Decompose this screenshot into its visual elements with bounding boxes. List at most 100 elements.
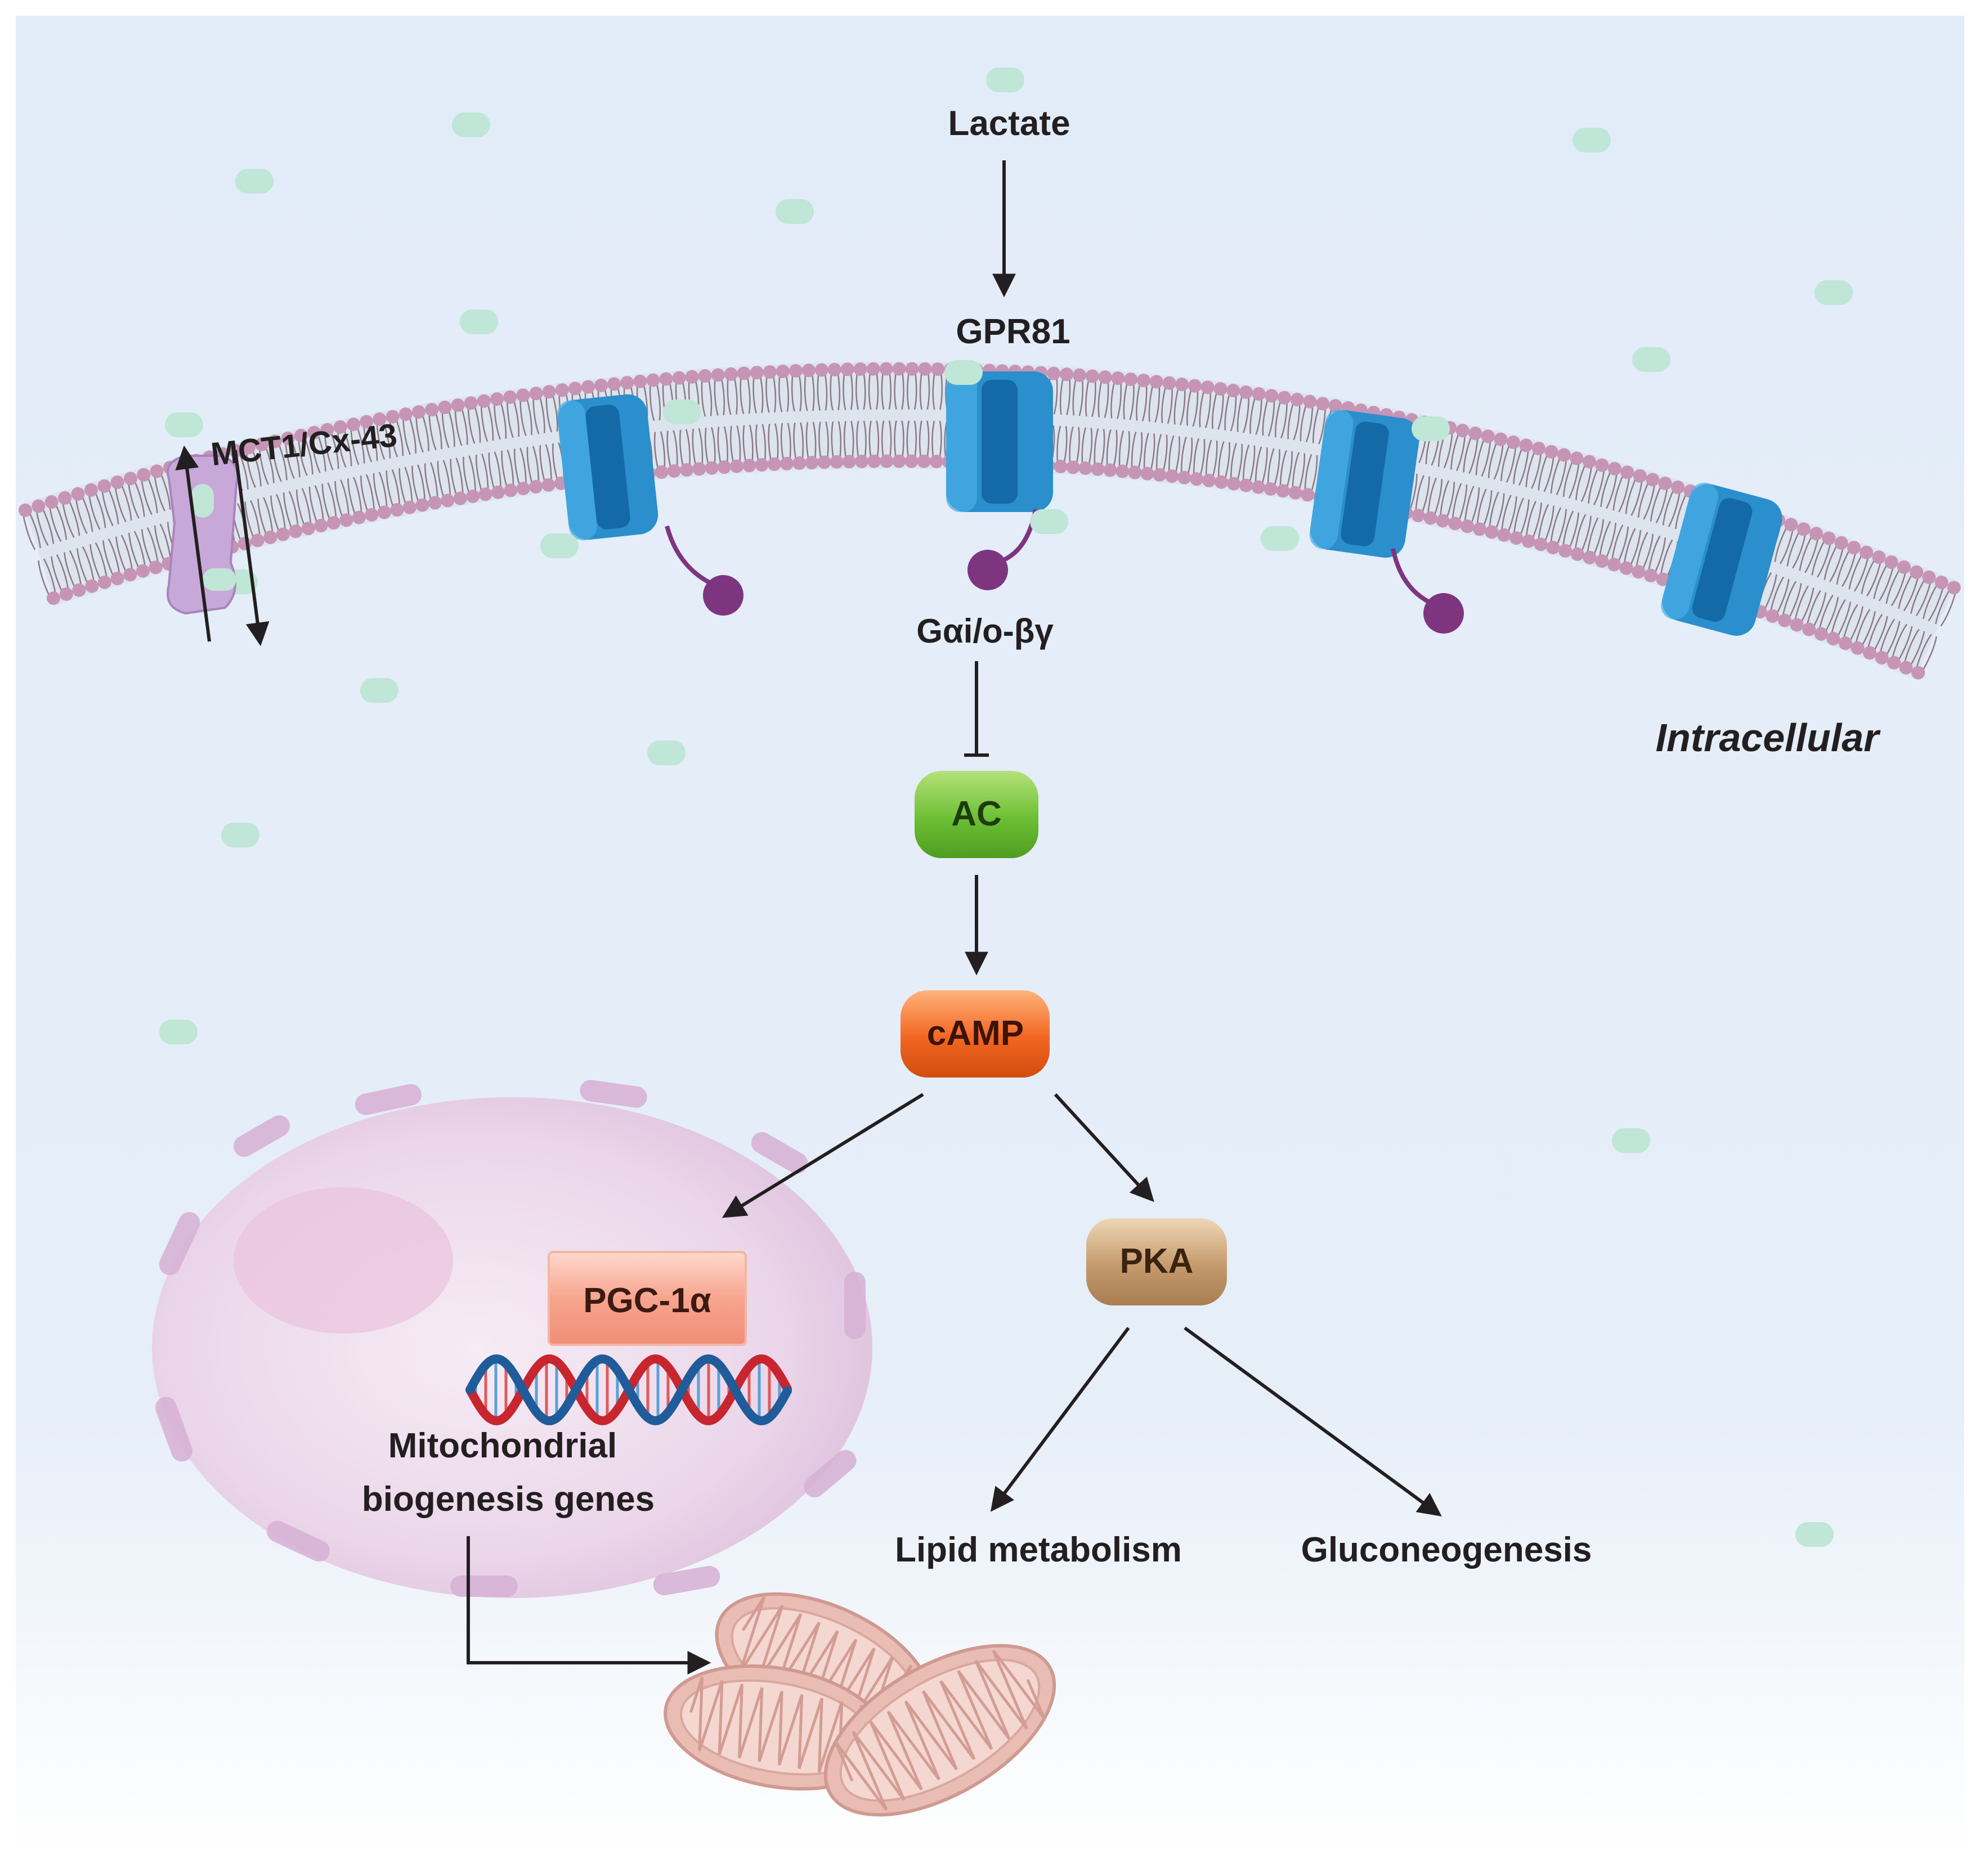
pgc-box (548, 1251, 747, 1346)
lipid-head (776, 365, 790, 379)
gluco-label: Gluconeogenesis (1301, 1531, 1592, 1569)
gpr81-receptor-icon (1661, 482, 1782, 636)
lipid-head (1826, 631, 1840, 645)
ac-label: AC (951, 795, 1002, 833)
lipid-head (516, 388, 530, 402)
lactate-molecule-icon (1632, 347, 1670, 372)
lipid-head (730, 459, 744, 473)
lipid-head (1448, 517, 1462, 531)
lipid-head (1165, 469, 1179, 483)
gpr81-receptor-icon (1309, 409, 1420, 558)
lipid-head (294, 428, 308, 442)
lipid-head (1534, 537, 1548, 551)
lipid-head (1190, 472, 1204, 486)
lipid-head (904, 454, 919, 468)
lipid-head (411, 405, 425, 419)
lipid-head (568, 382, 582, 396)
lipid-head (1485, 525, 1499, 539)
lipid-head (428, 496, 442, 510)
lipid-head (1149, 375, 1163, 389)
lipid-head (137, 468, 151, 482)
lipid-head (1128, 465, 1142, 479)
lipid-head (250, 533, 265, 547)
lipid-head (301, 522, 315, 536)
lipid-head (1303, 394, 1317, 409)
mct-arrow-out (175, 445, 211, 642)
lipid-head (1078, 461, 1092, 475)
lipid-head (1671, 480, 1685, 494)
lipid-head (360, 415, 374, 429)
lipid-head (1423, 511, 1437, 525)
lipid-head (365, 508, 379, 522)
pka-label: PKA (1120, 1242, 1194, 1281)
lipid-head (1847, 541, 1861, 555)
lipid-head (1455, 424, 1470, 438)
lipid-head (333, 420, 347, 434)
lipid-head (1875, 650, 1889, 665)
lipid-head (477, 394, 491, 408)
mito-genes-line1: Mitochondrial (388, 1426, 617, 1465)
lipid-head (1633, 469, 1647, 483)
lipid-head (1911, 666, 1925, 680)
lipid-head (830, 455, 844, 469)
lipid-head (1777, 613, 1791, 627)
lipid-head (415, 498, 429, 512)
lipid-head (817, 455, 831, 469)
lipid-head (464, 396, 478, 410)
lipid-head (1802, 622, 1816, 636)
lipid-head (1098, 370, 1112, 384)
lipid-head (398, 407, 413, 421)
lipid-head (646, 373, 660, 387)
lipid-head (698, 369, 712, 383)
lipid-head (1632, 565, 1646, 579)
lactate-molecule-icon (1412, 416, 1450, 441)
lipid-head (1481, 429, 1495, 443)
lipid-head (1136, 374, 1150, 388)
lipid-head (1124, 372, 1138, 387)
lipid-head (1557, 448, 1571, 462)
lipid-head (1822, 531, 1836, 545)
lipid-head (529, 479, 543, 493)
lipid-head (711, 368, 725, 382)
lipid-head (737, 366, 751, 380)
lipid-head (346, 418, 360, 432)
lipid-head (1276, 484, 1290, 498)
lipid-head (1265, 389, 1279, 403)
lipid-head (1658, 477, 1672, 491)
lipid-head (607, 377, 621, 391)
lipid-head (1264, 482, 1278, 496)
lipid-head (724, 367, 738, 381)
dna-strand (465, 1354, 792, 1426)
lipid-head (1140, 466, 1154, 481)
bound-lactate-molecules (540, 360, 1450, 558)
lipid-head (1595, 554, 1609, 568)
mito-genes-line2: biogenesis genes (362, 1480, 655, 1519)
lipid-label: Lipid metabolism (895, 1531, 1182, 1569)
lipid-head (314, 519, 328, 533)
lipid-head (1851, 641, 1865, 655)
lipid-head (917, 454, 931, 468)
lipid-head (1814, 627, 1828, 641)
lipid-head (1570, 451, 1584, 465)
lipid-head (1162, 376, 1176, 390)
lipid-head (1111, 371, 1125, 385)
lipid-head (1177, 470, 1191, 484)
lipid-head (478, 487, 492, 501)
lipid-head (123, 472, 137, 486)
lipid-head (149, 560, 163, 575)
nucleus-icon (152, 1080, 872, 1598)
lipid-head (1175, 378, 1189, 392)
lactate-molecule-icon (1030, 509, 1068, 534)
lipid-head (1226, 477, 1240, 491)
pka-node (1086, 1218, 1227, 1305)
lipid-head (855, 455, 869, 469)
lactate-molecule-icon (460, 309, 498, 334)
lipid-head (339, 513, 353, 527)
lactate-molecule-icon (1261, 526, 1299, 551)
lipid-head (72, 583, 86, 597)
lipid-head (1797, 522, 1811, 536)
lipid-head (1411, 509, 1425, 523)
lipid-head (386, 410, 400, 424)
lipid-head (1509, 531, 1524, 545)
lipid-head (892, 454, 906, 468)
